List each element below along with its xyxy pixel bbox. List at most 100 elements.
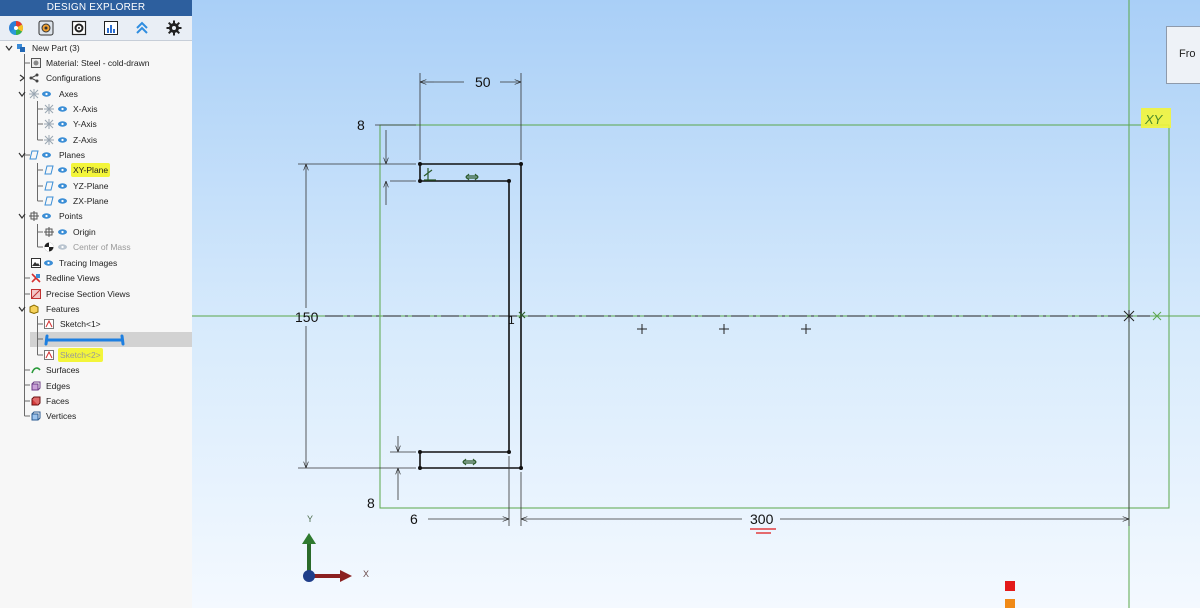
dim-length-underline bbox=[750, 528, 776, 534]
image-icon bbox=[31, 258, 41, 268]
status-indicator-red[interactable] bbox=[1005, 581, 1015, 591]
expand-chevron-right-icon[interactable] bbox=[18, 73, 26, 83]
design-explorer-panel: DESIGN EXPLORER bbox=[0, 0, 193, 608]
double-chevron-up-icon[interactable] bbox=[132, 18, 152, 38]
visibility-eye-icon[interactable] bbox=[42, 152, 51, 158]
tree-item-label: Vertices bbox=[46, 411, 77, 421]
centerline-end-marker bbox=[1123, 310, 1135, 322]
expand-chevron-icon[interactable] bbox=[18, 150, 26, 160]
cad-viewport[interactable]: XY bbox=[192, 0, 1200, 608]
tree-item-label: Configurations bbox=[46, 73, 101, 83]
status-indicator-orange[interactable] bbox=[1005, 599, 1015, 608]
tree-item-label: Tracing Images bbox=[59, 258, 118, 268]
expand-chevron-icon[interactable] bbox=[18, 89, 26, 99]
tree-item-label: XY-Plane bbox=[71, 163, 111, 177]
visibility-eye-icon[interactable] bbox=[44, 260, 53, 266]
view-settings-icon[interactable] bbox=[36, 18, 56, 38]
plane-icon bbox=[44, 165, 54, 175]
tree-item-label: Features bbox=[46, 304, 80, 314]
plane-tag-label: XY bbox=[1144, 112, 1164, 127]
faces-icon bbox=[31, 396, 41, 406]
dim-width-top[interactable] bbox=[419, 73, 522, 160]
configurations-icon bbox=[29, 73, 39, 83]
tree-item-label: Material: Steel - cold-drawn bbox=[46, 58, 150, 68]
settings-gear-icon[interactable] bbox=[164, 18, 184, 38]
constraint-horizontal-icons[interactable] bbox=[423, 168, 526, 466]
plane-axis-marker bbox=[1150, 311, 1162, 321]
expand-chevron-icon[interactable] bbox=[18, 304, 26, 314]
expand-chevron-icon[interactable] bbox=[5, 43, 13, 53]
chart-icon[interactable] bbox=[101, 18, 121, 38]
visibility-eye-icon[interactable] bbox=[58, 167, 67, 173]
xy-plane-boundary bbox=[192, 0, 1200, 608]
dim-thickness-top-value[interactable]: 8 bbox=[357, 117, 365, 133]
visibility-eye-icon[interactable] bbox=[58, 137, 67, 143]
origin-icon bbox=[44, 227, 54, 237]
visibility-eye-icon[interactable] bbox=[42, 91, 51, 97]
tree-item-label: Edges bbox=[46, 381, 71, 391]
design-tree: New Part (3) Material: Steel - cold-draw… bbox=[0, 41, 192, 608]
section-view-icon bbox=[31, 289, 41, 299]
tree-item-label: ZX-Plane bbox=[73, 196, 109, 206]
tree-item-label: Redline Views bbox=[46, 273, 100, 283]
dim-height-value[interactable]: 150 bbox=[295, 309, 319, 325]
tree-item-label: Sketch<2> bbox=[58, 348, 103, 362]
tree-item-label: Surfaces bbox=[46, 365, 80, 375]
tree-connectors bbox=[24, 54, 43, 417]
axis-x-label: X bbox=[363, 569, 369, 579]
axes-icon bbox=[29, 89, 39, 99]
visibility-eye-icon[interactable] bbox=[58, 121, 67, 127]
tree-item-label: Precise Section Views bbox=[46, 289, 130, 299]
dim-thickness-top[interactable] bbox=[375, 124, 416, 205]
dim-width-top-value[interactable]: 50 bbox=[475, 74, 491, 90]
tree-item-label: Center of Mass bbox=[73, 242, 131, 252]
dim-thickness-bottom-value[interactable]: 8 bbox=[367, 495, 375, 511]
view-panel-label: Fro bbox=[1179, 48, 1196, 60]
sketch-canvas[interactable]: XY bbox=[192, 0, 1200, 608]
expand-chevron-icon[interactable] bbox=[18, 211, 26, 221]
dim-web[interactable] bbox=[428, 456, 522, 526]
axis-triad bbox=[302, 533, 352, 582]
redline-icon bbox=[31, 273, 41, 283]
editing-marker-icon bbox=[44, 334, 125, 346]
tree-item-label: New Part (3) bbox=[32, 43, 80, 53]
edges-icon bbox=[31, 381, 41, 391]
c-channel-profile[interactable] bbox=[418, 162, 523, 470]
midpoint-markers bbox=[637, 324, 811, 334]
center-of-mass-icon bbox=[44, 242, 54, 252]
tree-item-label: Z-Axis bbox=[73, 135, 98, 145]
gear-box-icon[interactable] bbox=[69, 18, 89, 38]
design-explorer-title: DESIGN EXPLORER bbox=[0, 0, 192, 16]
dim-web-value[interactable]: 6 bbox=[410, 511, 418, 527]
dim-length[interactable] bbox=[521, 322, 1130, 526]
axis-icon bbox=[44, 135, 54, 145]
vertices-icon bbox=[31, 411, 41, 421]
constraint-number: 1 bbox=[508, 313, 515, 327]
tree-item-label: X-Axis bbox=[73, 104, 98, 114]
axis-y-label: Y bbox=[307, 514, 313, 524]
plane-icon bbox=[44, 196, 54, 206]
visibility-eye-icon[interactable] bbox=[58, 244, 67, 250]
sketch-icon bbox=[44, 350, 54, 360]
material-icon bbox=[31, 58, 41, 68]
tree-item-label: Points bbox=[59, 211, 83, 221]
visibility-eye-icon[interactable] bbox=[58, 106, 67, 112]
tree-item-label: YZ-Plane bbox=[73, 181, 109, 191]
visibility-eye-icon[interactable] bbox=[42, 213, 51, 219]
plane-icon bbox=[44, 181, 54, 191]
tree-item-label: Faces bbox=[46, 396, 70, 406]
dim-thickness-bottom[interactable] bbox=[390, 436, 416, 500]
dim-length-value[interactable]: 300 bbox=[750, 511, 774, 527]
visibility-eye-icon[interactable] bbox=[58, 229, 67, 235]
tree-item-label: Y-Axis bbox=[73, 119, 97, 129]
tree-item-label: Planes bbox=[59, 150, 85, 160]
visibility-eye-icon[interactable] bbox=[58, 198, 67, 204]
xy-plane-tag[interactable]: XY bbox=[1141, 108, 1171, 128]
color-wheel-icon[interactable] bbox=[6, 18, 26, 38]
tree-item-label: Axes bbox=[59, 89, 78, 99]
axis-icon bbox=[44, 119, 54, 129]
view-panel[interactable]: Fro bbox=[1166, 26, 1200, 84]
visibility-eye-icon[interactable] bbox=[58, 183, 67, 189]
design-explorer-toolbar bbox=[0, 16, 192, 41]
tree-item-label: Sketch<1> bbox=[60, 319, 101, 329]
